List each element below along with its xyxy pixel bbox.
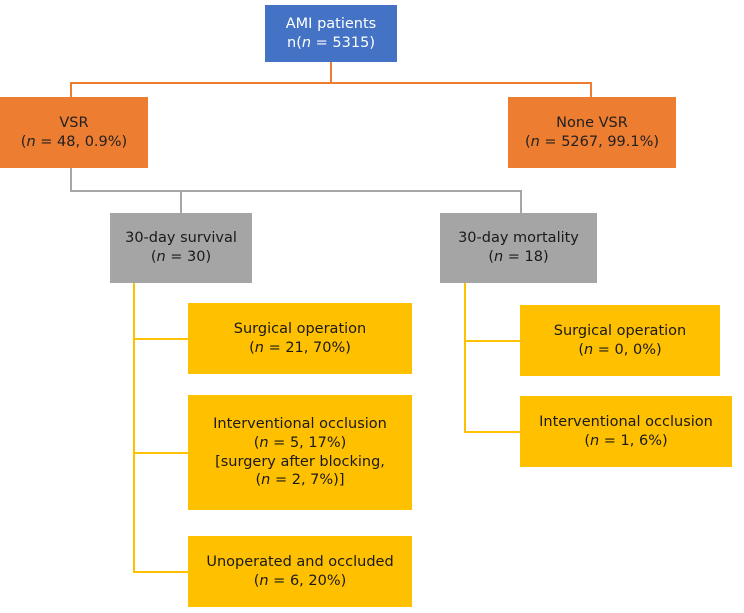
node-survival-unoperated-occluded-label: Unoperated and occluded [206,553,394,570]
connector-survival-to-interventional [133,452,188,454]
node-ami-patients-count: n(n = 5315) [287,34,375,51]
connector-mortality-to-interventional [464,431,520,433]
node-none-vsr-count: (n = 5267, 99.1%) [524,133,660,150]
node-mortality-surgical-operation-count: (n = 0, 0%) [578,341,662,358]
node-survival-surgical-operation-label: Surgical operation [233,320,367,337]
node-vsr-label: VSR [59,114,89,131]
node-survival-unoperated-occluded[interactable]: Unoperated and occluded (n = 6, 20%) [188,536,412,607]
connector-survival-to-unoperated [133,571,188,573]
node-ami-patients[interactable]: AMI patients n(n = 5315) [265,5,397,62]
node-30-day-survival-count: (n = 30) [150,249,212,265]
node-survival-interventional-occlusion-label: Interventional occlusion [213,415,387,432]
connector-level2-bus [70,82,592,84]
node-survival-surgical-operation-count: (n = 21, 70%) [249,339,351,356]
node-mortality-interventional-occlusion[interactable]: Interventional occlusion (n = 1, 6%) [520,396,732,467]
node-30-day-survival[interactable]: 30-day survival (n = 30) [110,213,252,283]
node-mortality-surgical-operation[interactable]: Surgical operation (n = 0, 0%) [520,305,720,376]
node-mortality-surgical-operation-label: Surgical operation [553,322,687,339]
node-none-vsr[interactable]: None VSR (n = 5267, 99.1%) [508,97,676,168]
connector-root-stem [330,62,332,84]
node-none-vsr-label: None VSR [556,114,628,131]
node-30-day-survival-label: 30-day survival [125,230,237,247]
connector-survival-trunk [133,283,135,573]
connector-survival-to-surgical [133,338,188,340]
node-30-day-mortality-label: 30-day mortality [458,230,579,247]
node-vsr-count: (n = 48, 0.9%) [20,133,128,150]
connector-mortality-trunk [464,283,466,433]
connector-vsr-stem [70,168,72,192]
node-vsr[interactable]: VSR (n = 48, 0.9%) [0,97,148,168]
node-survival-unoperated-occluded-count: (n = 6, 20%) [253,572,347,589]
connector-to-none-vsr [590,82,592,97]
connector-to-mortality [520,190,522,213]
connector-mortality-to-surgical [464,340,520,342]
node-survival-interventional-occlusion-note-count: (n = 2, 7%)] [255,472,345,489]
connector-to-survival [180,190,182,213]
node-30-day-mortality[interactable]: 30-day mortality (n = 18) [440,213,597,283]
node-30-day-mortality-count: (n = 18) [488,249,549,265]
node-survival-surgical-operation[interactable]: Surgical operation (n = 21, 70%) [188,303,412,374]
node-survival-interventional-occlusion-count: (n = 5, 17%) [253,434,347,451]
node-mortality-interventional-occlusion-label: Interventional occlusion [539,413,713,430]
node-survival-interventional-occlusion-note: [surgery after blocking, [215,453,385,470]
node-ami-patients-label: AMI patients [285,15,377,32]
node-mortality-interventional-occlusion-count: (n = 1, 6%) [584,432,668,449]
connector-to-vsr [70,82,72,97]
connector-level3-bus [70,190,522,192]
node-survival-interventional-occlusion[interactable]: Interventional occlusion (n = 5, 17%) [s… [188,395,412,510]
